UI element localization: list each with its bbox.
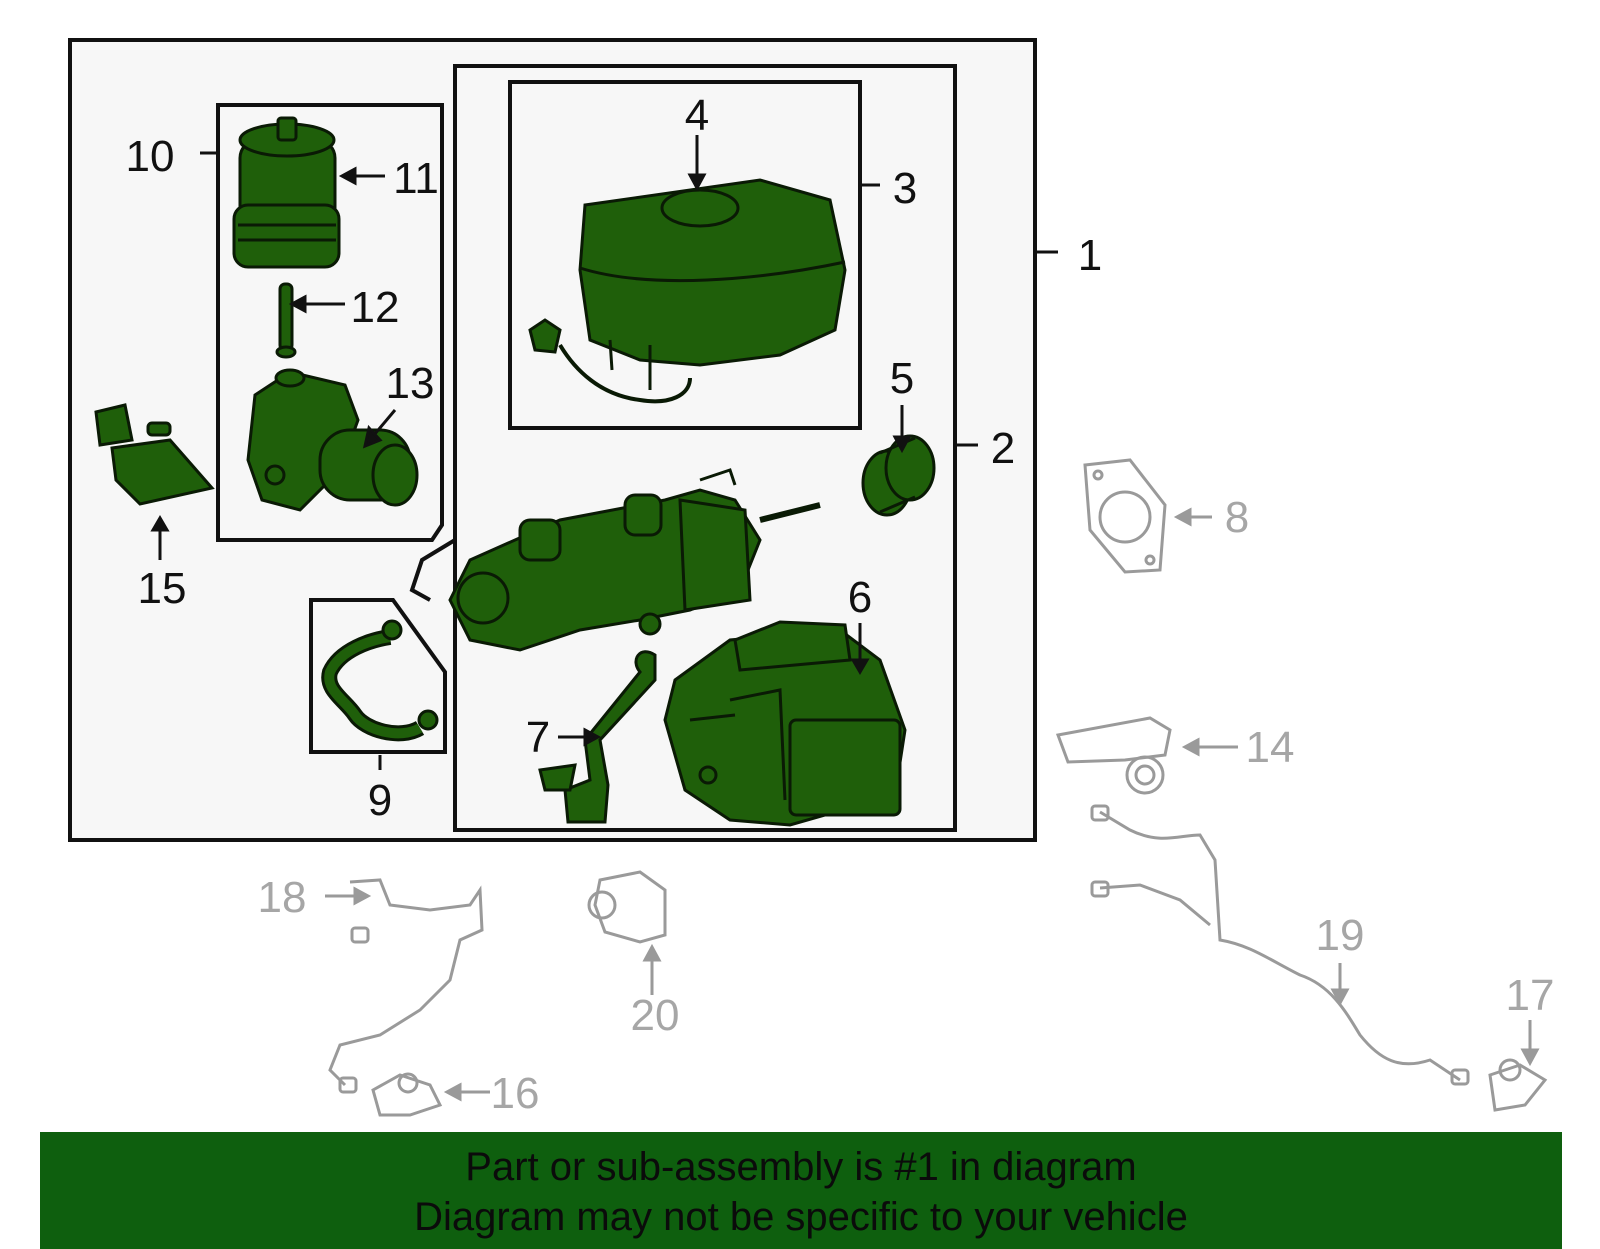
boot-part-5 (861, 434, 936, 517)
abs-module-part-6 (663, 620, 907, 827)
bracket-part-14 (1055, 716, 1172, 795)
callout-16: 16 (491, 1069, 540, 1118)
callout-10: 10 (126, 132, 175, 181)
callout-2: 2 (991, 424, 1015, 473)
callout-15: 15 (138, 564, 187, 613)
pump-motor-part-13 (246, 368, 419, 512)
frame-notch (409, 538, 457, 602)
callout-7: 7 (526, 713, 550, 762)
callout-1: 1 (1078, 231, 1102, 280)
clip-part-16 (371, 1072, 443, 1117)
master-cylinder-assembly (448, 468, 821, 652)
notice-line-2: Diagram may not be specific to your vehi… (414, 1195, 1188, 1239)
callout-14: 14 (1246, 723, 1295, 772)
leader-lines (150, 135, 1058, 770)
harness-part-18 (328, 878, 484, 1094)
sensor-part-20 (587, 870, 667, 944)
reservoir-part-4 (528, 178, 847, 404)
sensor-part-15 (94, 403, 215, 506)
callout-8: 8 (1225, 493, 1249, 542)
callout-13: 13 (386, 359, 435, 408)
gasket-part-8 (1083, 458, 1167, 574)
hose-part-9 (321, 619, 439, 742)
callout-17: 17 (1506, 971, 1555, 1020)
callout-6: 6 (848, 573, 872, 622)
bracket-part-7 (538, 650, 657, 824)
callout-9: 9 (368, 776, 392, 825)
ghost-leader-lines (325, 507, 1540, 1102)
harness-part-19 (1090, 804, 1470, 1086)
notice-line-1: Part or sub-assembly is #1 in diagram (465, 1145, 1137, 1189)
accumulator-part-11 (232, 116, 341, 269)
notice-banner: Part or sub-assembly is #1 in diagram Di… (40, 1132, 1562, 1249)
callout-12: 12 (351, 283, 400, 332)
clip-part-17 (1488, 1058, 1548, 1112)
callout-3: 3 (893, 164, 917, 213)
callout-19: 19 (1316, 911, 1365, 960)
bolt-part-12 (275, 282, 297, 359)
callout-5: 5 (890, 354, 914, 403)
callout-11: 11 (393, 154, 439, 203)
callout-4: 4 (685, 91, 709, 140)
callout-20: 20 (631, 991, 680, 1040)
callout-18: 18 (258, 873, 307, 922)
